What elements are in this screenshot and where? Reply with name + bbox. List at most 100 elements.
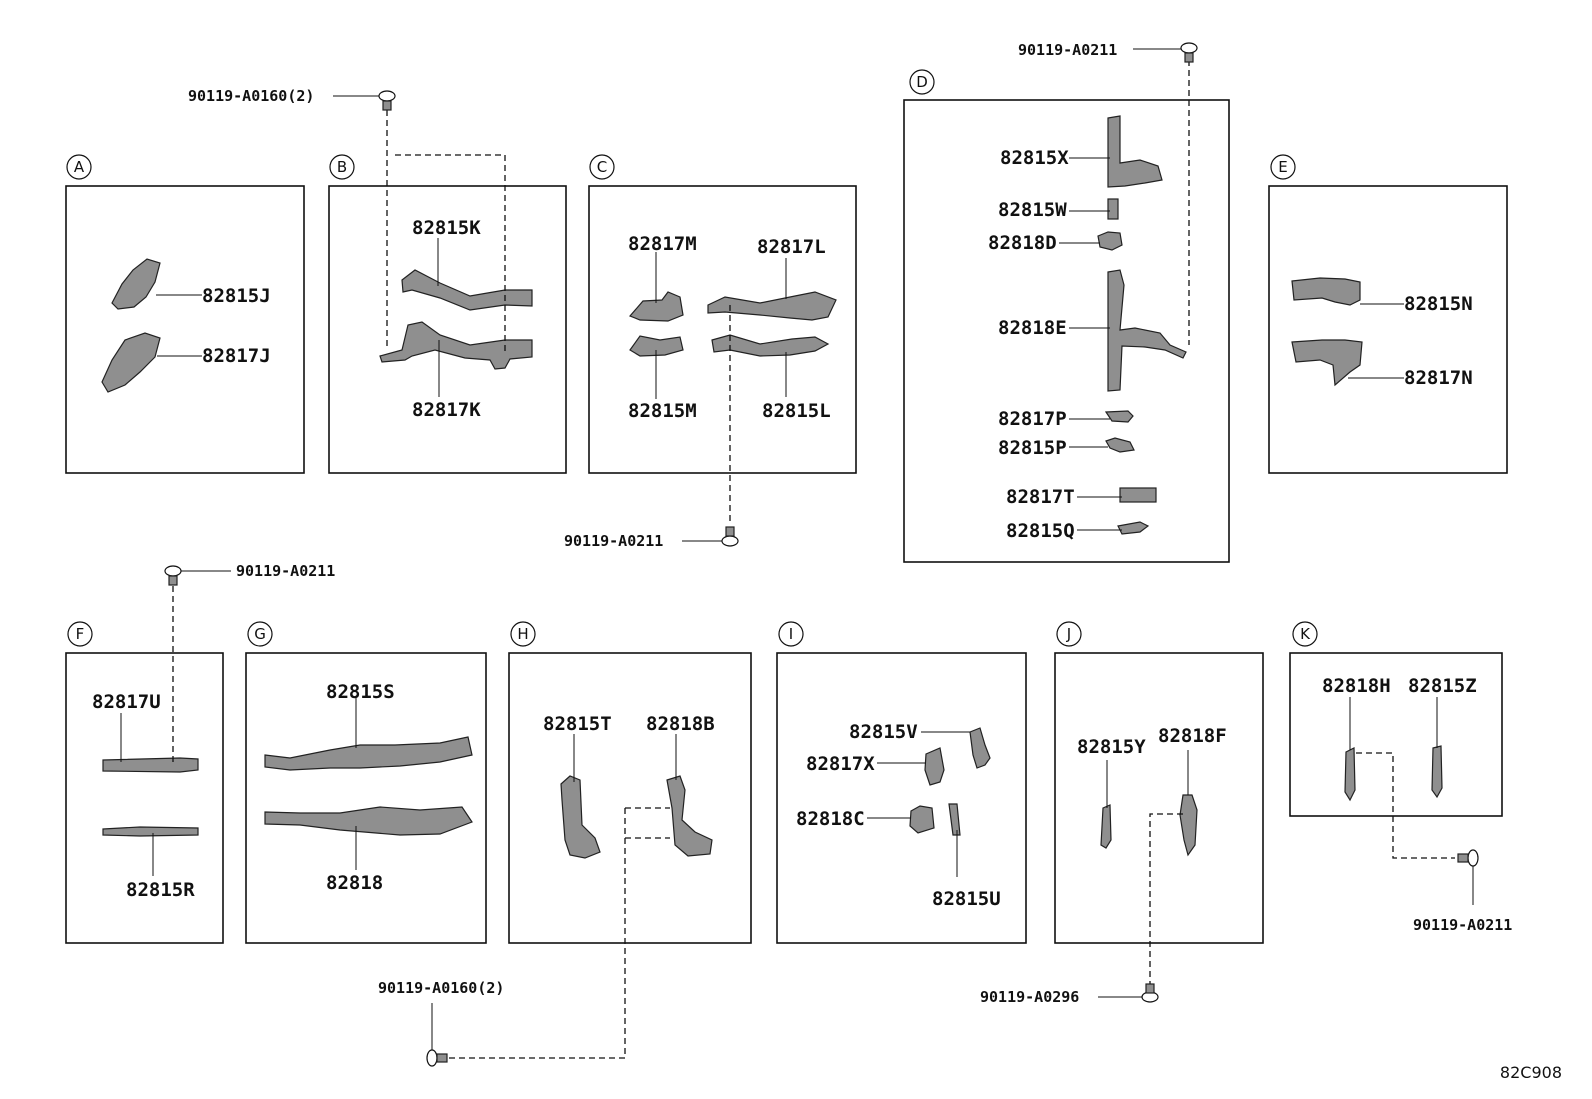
part-82818b-icon bbox=[666, 775, 713, 857]
section-c-frame bbox=[588, 185, 857, 474]
label-82815u: 82815U bbox=[932, 888, 1001, 910]
section-h: H 82815T 82818B bbox=[438, 621, 752, 1059]
label-82815v: 82815V bbox=[849, 721, 918, 743]
part-82815x-icon bbox=[1107, 115, 1163, 188]
label-bolt-6: 90119-A0296 bbox=[980, 988, 1079, 1006]
bolt-icon bbox=[1457, 849, 1479, 867]
part-82817m-icon bbox=[628, 291, 684, 322]
part-82817l-icon bbox=[707, 291, 837, 321]
section-a-frame bbox=[65, 185, 305, 474]
section-h-marker bbox=[510, 621, 536, 647]
section-f-marker bbox=[67, 621, 93, 647]
part-82818-icon bbox=[264, 806, 473, 836]
label-82818b: 82818B bbox=[646, 713, 715, 735]
label-82817l: 82817L bbox=[757, 236, 826, 258]
section-g: G 82815S 82818 bbox=[245, 621, 487, 944]
label-82815n: 82815N bbox=[1404, 293, 1473, 315]
section-e-frame bbox=[1268, 185, 1508, 474]
section-g-marker bbox=[247, 621, 273, 647]
label-82815r: 82815R bbox=[126, 879, 195, 901]
part-82815m-icon bbox=[629, 335, 684, 357]
label-bolt-1: 90119-A0160(2) bbox=[188, 87, 314, 105]
section-g-letter: G bbox=[254, 625, 266, 643]
label-82817u: 82817U bbox=[92, 691, 161, 713]
section-e: E 82815N 82817N bbox=[1268, 154, 1508, 474]
section-e-marker bbox=[1270, 154, 1296, 180]
section-h-frame bbox=[508, 652, 752, 944]
part-82815z-icon bbox=[1431, 745, 1443, 799]
label-82817n: 82817N bbox=[1404, 367, 1473, 389]
section-c-letter: C bbox=[597, 158, 607, 176]
section-i: I 82815V 82817X 82818C 82815U bbox=[776, 621, 1027, 944]
part-82815k-icon bbox=[401, 269, 533, 311]
part-82818d-icon bbox=[1097, 231, 1123, 251]
bolt-guide-k bbox=[1356, 752, 1455, 859]
part-82815t-icon bbox=[560, 775, 601, 859]
section-f-frame bbox=[65, 652, 224, 944]
section-k-marker bbox=[1292, 621, 1318, 647]
part-82815s-icon bbox=[264, 736, 473, 771]
section-c-marker bbox=[589, 154, 615, 180]
section-i-frame bbox=[776, 652, 1027, 944]
label-82815l: 82815L bbox=[762, 400, 831, 422]
part-82815p-icon bbox=[1105, 437, 1135, 453]
label-82818e: 82818E bbox=[998, 317, 1067, 339]
label-82815x: 82815X bbox=[1000, 147, 1069, 169]
section-j-frame bbox=[1054, 652, 1264, 944]
part-82815v-icon bbox=[969, 727, 991, 769]
section-e-letter: E bbox=[1278, 158, 1287, 176]
label-82817x: 82817X bbox=[806, 753, 875, 775]
part-82815n-icon bbox=[1291, 277, 1361, 306]
part-82815u-icon bbox=[948, 803, 961, 836]
label-bolt-3: 90119-A0211 bbox=[564, 532, 663, 550]
section-i-marker bbox=[778, 621, 804, 647]
diagram-code: 82C908 bbox=[1500, 1063, 1562, 1082]
part-82817n-icon bbox=[1291, 339, 1363, 387]
section-d-frame bbox=[903, 99, 1230, 563]
label-82815t: 82815T bbox=[543, 713, 612, 735]
section-a: A 82815J 82817J bbox=[65, 154, 305, 474]
section-h-letter: H bbox=[517, 625, 528, 643]
part-82818c-icon bbox=[909, 805, 935, 834]
label-82818d: 82818D bbox=[988, 232, 1057, 254]
part-82817u-icon bbox=[102, 757, 199, 773]
section-d-letter: D bbox=[916, 73, 928, 91]
label-bolt-5: 90119-A0160(2) bbox=[378, 979, 504, 997]
section-d: D 82815X 82815W 82818D 82818E 82817P 828… bbox=[903, 60, 1230, 563]
section-k: K 82818H 82815Z bbox=[1289, 621, 1503, 859]
label-bolt-7: 90119-A0211 bbox=[1413, 916, 1512, 934]
label-82815s: 82815S bbox=[326, 681, 395, 703]
bolt-icon bbox=[378, 90, 396, 111]
label-82815z: 82815Z bbox=[1408, 675, 1477, 697]
label-bolt-4: 90119-A0211 bbox=[236, 562, 335, 580]
label-82815j: 82815J bbox=[202, 285, 271, 307]
part-82818f-icon bbox=[1179, 794, 1198, 857]
section-d-marker bbox=[909, 69, 935, 95]
label-82817m: 82817M bbox=[628, 233, 697, 255]
part-82815j-icon bbox=[111, 258, 161, 310]
bolt-guide-h bbox=[438, 807, 670, 1059]
label-82818: 82818 bbox=[326, 872, 383, 894]
section-b-letter: B bbox=[337, 158, 347, 176]
section-b: B 82815K 82817K bbox=[328, 110, 567, 474]
bolt-icon bbox=[164, 565, 182, 586]
part-82817x-icon bbox=[924, 747, 945, 786]
section-k-frame bbox=[1289, 652, 1503, 817]
label-82817k: 82817K bbox=[412, 399, 481, 421]
section-a-letter: A bbox=[74, 158, 85, 176]
section-k-letter: K bbox=[1300, 625, 1311, 643]
label-82815p: 82815P bbox=[998, 437, 1067, 459]
section-j: J 82815Y 82818F bbox=[1054, 621, 1264, 992]
label-82815q: 82815Q bbox=[1006, 520, 1075, 542]
part-82817j-icon bbox=[101, 332, 161, 393]
label-82818h: 82818H bbox=[1322, 675, 1391, 697]
part-82818h-icon bbox=[1344, 747, 1356, 802]
bolt-guide-b bbox=[386, 110, 506, 352]
label-82815y: 82815Y bbox=[1077, 736, 1146, 758]
section-f: F 82817U 82815R bbox=[65, 586, 224, 944]
bolts: 90119-A0160(2) 90119-A0211 90119-A0211 9… bbox=[164, 41, 1512, 1067]
part-82817k-icon bbox=[379, 321, 533, 370]
bolt-icon bbox=[426, 1049, 448, 1067]
label-82815m: 82815M bbox=[628, 400, 697, 422]
